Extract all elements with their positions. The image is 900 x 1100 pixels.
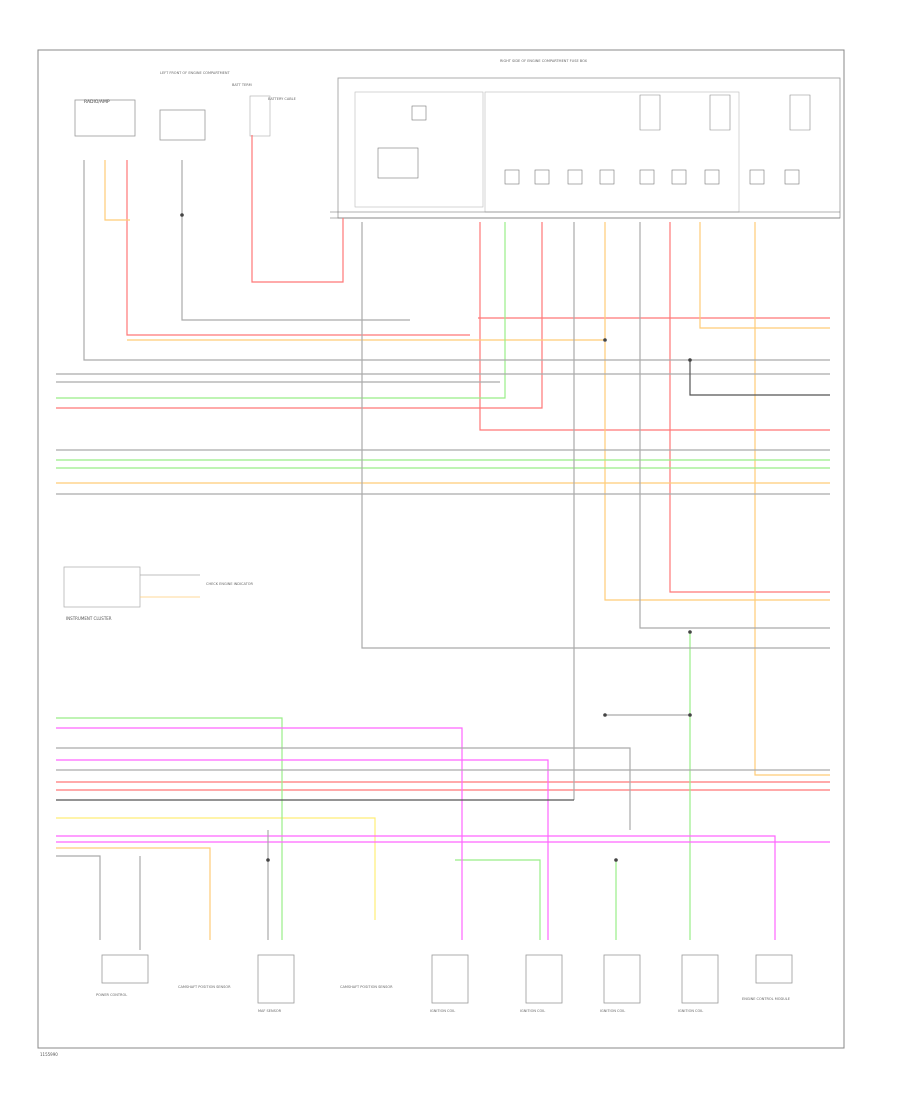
check-engine-indicator-label: CHECK ENGINE INDICATOR	[206, 582, 253, 586]
instrument-cluster-label: INSTRUMENT CLUSTER	[66, 616, 112, 621]
bottom-components	[101, 954, 793, 1004]
radio-component: RADIO/AMP	[74, 99, 136, 137]
bottom-label-coil-4: IGNITION COIL	[678, 1009, 703, 1013]
bottom-label-coil-1: IGNITION COIL	[430, 1009, 455, 1013]
instrument-cluster: INSTRUMENT CLUSTER CHECK ENGINE INDICATO…	[63, 566, 253, 621]
battery-cable-component: BATT TERM BATTERY CABLE	[232, 83, 296, 137]
radio-label: RADIO/AMP	[84, 99, 110, 105]
bottom-label-camshaft-2: CAMSHAFT POSITION SENSOR	[340, 985, 393, 989]
bottom-label-maf: MAF SENSOR	[258, 1009, 282, 1013]
bottom-label-power-control: POWER CONTROL	[96, 993, 127, 997]
bottom-labels: POWER CONTROL CAMSHAFT POSITION SENSOR M…	[96, 985, 790, 1013]
fuse-box-label: RIGHT SIDE OF ENGINE COMPARTMENT FUSE BO…	[500, 59, 588, 63]
bottom-label-camshaft-1: CAMSHAFT POSITION SENSOR	[178, 985, 231, 989]
footer-code: 1155990	[40, 1052, 58, 1057]
diagram-frame	[37, 49, 845, 1049]
bottom-label-coil-3: IGNITION COIL	[600, 1009, 625, 1013]
batt-term-label: BATT TERM	[232, 83, 252, 87]
fuse-box-connectors	[330, 211, 840, 219]
bottom-label-ecm: ENGINE CONTROL MODULE	[742, 997, 790, 1001]
battery-cable-label: BATTERY CABLE	[268, 97, 296, 101]
wires	[56, 135, 830, 950]
fuse-box: RIGHT SIDE OF ENGINE COMPARTMENT FUSE BO…	[337, 59, 841, 219]
bottom-label-coil-2: IGNITION COIL	[520, 1009, 545, 1013]
left-front-sensor-label: LEFT FRONT OF ENGINE COMPARTMENT	[160, 71, 230, 75]
left-front-sensor: LEFT FRONT OF ENGINE COMPARTMENT	[159, 71, 230, 141]
splice-points	[180, 213, 692, 862]
